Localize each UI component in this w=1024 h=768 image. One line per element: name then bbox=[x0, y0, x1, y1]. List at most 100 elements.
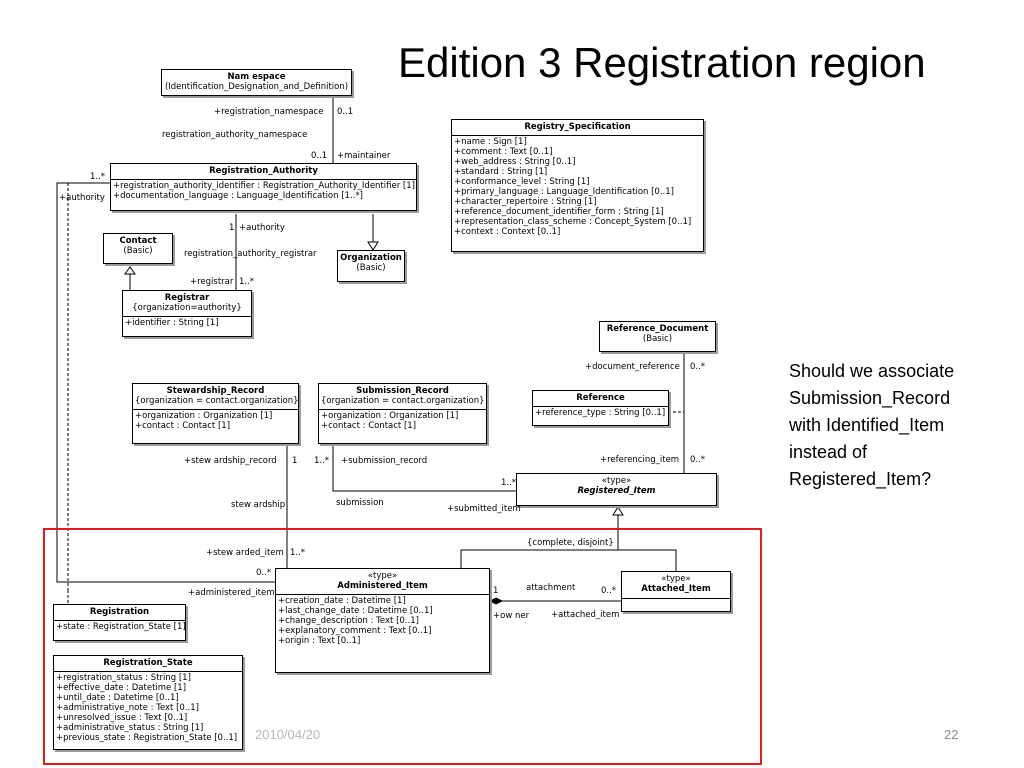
ra-organization-arrowhead bbox=[367, 241, 379, 251]
authority-left-line bbox=[56, 182, 275, 583]
attribute: +standard : String [1] bbox=[454, 167, 548, 177]
multiplicity-label: 1..* bbox=[239, 277, 255, 287]
role-label: +authority bbox=[239, 223, 285, 233]
attribute: +registration_status : String [1] bbox=[56, 673, 191, 683]
role-label: +ow ner bbox=[493, 611, 530, 621]
attribute: +administrative_status : String [1] bbox=[56, 723, 204, 733]
generalization-to-administered bbox=[460, 515, 619, 568]
attribute: +context : Context [0..1] bbox=[454, 227, 561, 237]
attribute: +conformance_level : String [1] bbox=[454, 177, 590, 187]
class-name: Administered_Item bbox=[337, 581, 428, 591]
attachment-composite-diamond bbox=[488, 597, 504, 605]
attribute: +registration_authority_identifier : Reg… bbox=[113, 181, 415, 191]
role-label: +administered_item bbox=[188, 588, 275, 598]
note-line: with Identified_Item bbox=[789, 415, 945, 435]
class-stereotype: «type» bbox=[601, 476, 632, 486]
class-stereotype: «type» bbox=[661, 574, 691, 584]
role-label: +stew ardship_record bbox=[184, 456, 277, 466]
class-stereotype: «type» bbox=[367, 571, 398, 581]
side-note: Should we associate Submission_Record wi… bbox=[789, 358, 999, 493]
note-line: instead of bbox=[789, 442, 868, 462]
class-name: Organization bbox=[340, 253, 402, 263]
multiplicity-label: 0..* bbox=[601, 586, 617, 596]
multiplicity-label: 1..* bbox=[290, 548, 306, 558]
class-name: Registry_Specification bbox=[524, 122, 631, 132]
class-contact: Contact (Basic) bbox=[103, 233, 173, 264]
class-registrar: Registrar {organization=authority} +iden… bbox=[122, 290, 252, 337]
attribute: +until_date : Datetime [0..1] bbox=[56, 693, 179, 703]
class-name: Attached_Item bbox=[641, 584, 711, 594]
attribute: +effective_date : Datetime [1] bbox=[56, 683, 187, 693]
multiplicity-label: 1..* bbox=[314, 456, 330, 466]
class-constraint: {organization = contact.organization} bbox=[135, 396, 299, 406]
registered-item-generalization-arrowhead bbox=[612, 506, 624, 516]
attribute: +character_repertoire : String [1] bbox=[454, 197, 597, 207]
class-submission-record: Submission_Record {organization = contac… bbox=[318, 383, 487, 444]
multiplicity-label: 1 bbox=[229, 223, 235, 233]
class-name: Registrar bbox=[164, 293, 210, 303]
multiplicity-label: 0..1 bbox=[337, 107, 354, 117]
attribute: +explanatory_comment : Text [0..1] bbox=[278, 626, 432, 636]
multiplicity-label: 0..1 bbox=[311, 151, 328, 161]
association-label: attachment bbox=[526, 583, 576, 593]
attribute: +representation_class_scheme : Concept_S… bbox=[454, 217, 692, 227]
date-watermark: 2010/04/20 bbox=[255, 727, 321, 742]
class-reference: Reference +reference_type : String [0..1… bbox=[532, 390, 669, 426]
role-label: +registration_namespace bbox=[214, 107, 324, 117]
generalization-to-attached bbox=[618, 549, 677, 571]
slide-title: Edition 3 Registration region bbox=[398, 39, 926, 86]
multiplicity-label: 1..* bbox=[501, 478, 517, 488]
attribute: +origin : Text [0..1] bbox=[278, 636, 361, 646]
role-label: +referencing_item bbox=[600, 455, 680, 465]
attribute: +reference_type : String [0..1] bbox=[535, 408, 666, 418]
class-stereotype: (Identification_Designation_and_Definiti… bbox=[164, 82, 349, 92]
attribute: +comment : Text [0..1] bbox=[454, 147, 553, 157]
attribute: +primary_language : Language_Identificat… bbox=[454, 187, 674, 197]
attribute: +reference_document_identifier_form : St… bbox=[454, 207, 664, 217]
submission-line bbox=[332, 446, 516, 492]
class-name: Registered_Item bbox=[577, 486, 656, 496]
class-registration-state: Registration_State +registration_status … bbox=[53, 655, 243, 750]
attribute: +contact : Contact [1] bbox=[321, 421, 417, 431]
role-label: +attached_item bbox=[551, 610, 620, 620]
class-reference-document: Reference_Document (Basic) bbox=[599, 321, 716, 352]
attribute: +administrative_note : Text [0..1] bbox=[56, 703, 199, 713]
class-administered-item: «type» Administered_Item +creation_date … bbox=[275, 568, 490, 673]
role-label: +submission_record bbox=[341, 456, 428, 466]
attribute: +creation_date : Datetime [1] bbox=[278, 596, 406, 606]
class-name: Registration_State bbox=[103, 658, 193, 668]
association-label: registration_authority_registrar bbox=[184, 249, 317, 259]
class-name: Registration_Authority bbox=[209, 166, 318, 176]
class-name: Reference_Document bbox=[606, 324, 709, 334]
role-label: +maintainer bbox=[337, 151, 391, 161]
contact-registrar-arrowhead bbox=[124, 266, 136, 275]
attribute: +contact : Contact [1] bbox=[135, 421, 231, 431]
class-registry-specification: Registry_Specification +name : Sign [1] … bbox=[451, 119, 704, 252]
note-line: Should we associate bbox=[789, 361, 955, 381]
class-constraint: {organization=authority} bbox=[132, 303, 242, 313]
class-stereotype: (Basic) bbox=[642, 334, 673, 344]
attribute: +last_change_date : Datetime [0..1] bbox=[278, 606, 433, 616]
class-name: Stewardship_Record bbox=[166, 386, 265, 396]
attribute: +name : Sign [1] bbox=[454, 137, 527, 147]
class-stereotype: (Basic) bbox=[123, 246, 153, 256]
attribute: +unresolved_issue : Text [0..1] bbox=[56, 713, 188, 723]
role-label: +authority bbox=[59, 193, 105, 203]
class-name: Reference bbox=[576, 393, 625, 403]
class-constraint: {organization = contact.organization} bbox=[321, 396, 485, 406]
class-organization: Organization (Basic) bbox=[337, 250, 405, 282]
role-label: +document_reference bbox=[585, 362, 680, 372]
class-name: Submission_Record bbox=[356, 386, 449, 396]
attribute: +organization : Organization [1] bbox=[135, 411, 273, 421]
association-label: stew ardship bbox=[231, 500, 286, 510]
highlight-frame bbox=[43, 528, 762, 765]
role-label: +submitted_item bbox=[447, 504, 521, 514]
role-label: +registrar bbox=[190, 277, 234, 287]
role-label: +stew arded_item bbox=[206, 548, 284, 558]
class-stewardship-record: Stewardship_Record {organization = conta… bbox=[132, 383, 299, 444]
multiplicity-label: 0..* bbox=[690, 362, 706, 372]
class-registration: Registration +state : Registration_State… bbox=[53, 604, 186, 641]
class-registered-item: «type» Registered_Item bbox=[516, 473, 717, 506]
class-name: Nam espace bbox=[227, 72, 286, 82]
